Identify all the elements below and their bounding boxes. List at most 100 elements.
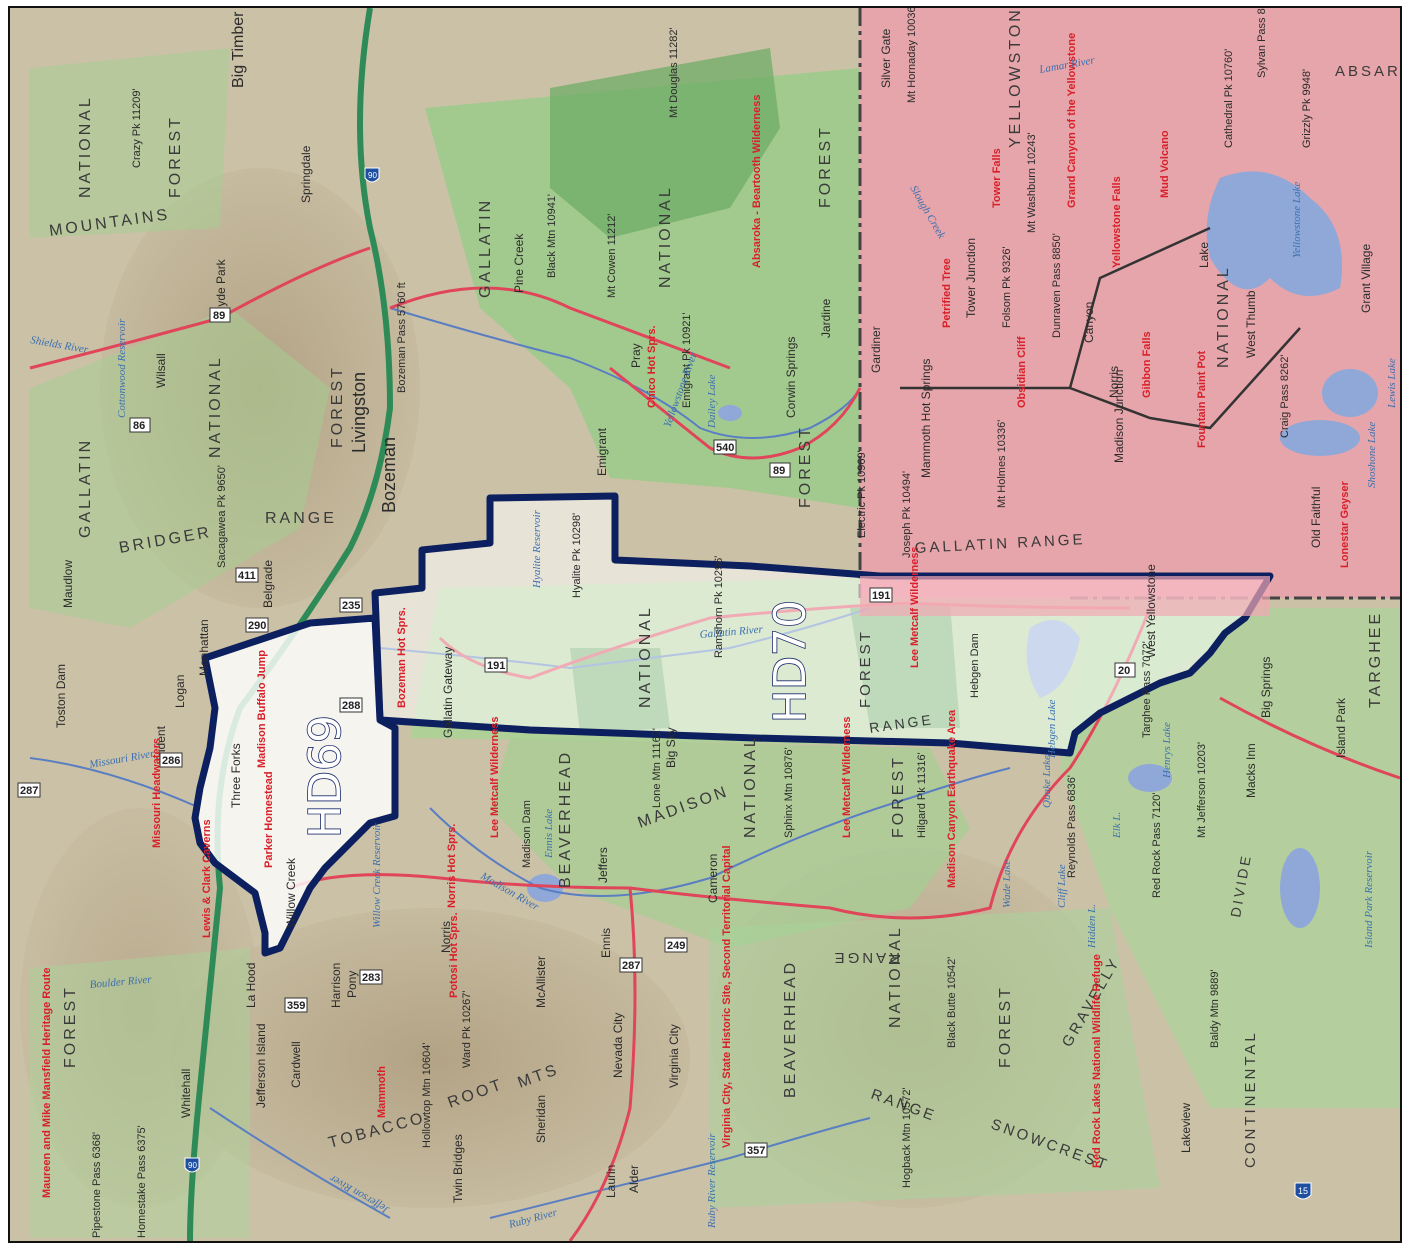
town-willow-creek: Willow Creek [284,857,298,928]
svg-text:540: 540 [716,442,734,454]
forest-crazy-mtns [30,48,230,238]
feature-mt-holmes: Mt Holmes 10336' [996,420,1008,508]
feature-lee-metcalf-east: Lee Metcalf Wilderness [909,546,921,668]
svg-text:15: 15 [1298,1186,1308,1196]
label-national-hd70: NATIONAL [637,605,654,708]
town-canyon: Canyon [1082,302,1096,343]
label-forest-absaroka: FOREST [817,125,834,208]
town-belgrade: Belgrade [261,560,275,608]
feature-cottonwood-reservoir: Cottonwood Reservoir [116,318,128,418]
town-harrison: Harrison [329,963,343,1008]
shield-86: 86 [129,417,151,433]
feature-emigrant-pk: Emigrant Pk 10921' [681,312,693,408]
label-gallatin-west: GALLATIN [77,438,94,538]
feature-yellowstone-lake: Yellowstone Lake [1291,182,1303,258]
district-hd70-outline[interactable] [371,492,1274,757]
town-jardine: Jardine [819,298,833,338]
label-national-crazy: NATIONAL [77,95,94,198]
feature-cathedral-pk: Cathedral Pk 10760' [1223,49,1235,148]
svg-text:86: 86 [133,420,145,432]
town-west-thumb: West Thumb [1244,290,1258,358]
town-cardwell: Cardwell [289,1041,303,1088]
label-beaverhead-south: BEAVERHEAD [782,960,799,1098]
feature-lee-metcalf-west: Lee Metcalf Wilderness [489,716,501,838]
map-frame: MOUNTAINS GALLATIN NATIONAL FOREST BRIDG… [8,6,1402,1243]
shield-89-north: 89 [209,307,231,323]
label-beaverhead-north: BEAVERHEAD [557,750,574,888]
town-logan: Logan [173,675,187,708]
feature-baldy-mtn: Baldy Mtn 9889' [1209,969,1221,1048]
shield-290: 290 [245,617,269,633]
feature-island-park-reservoir: Island Park Reservoir [1363,850,1375,949]
shield-249: 249 [664,937,688,953]
feature-gibbon-falls: Gibbon Falls [1141,331,1153,398]
district-hd69-label: HD69 [300,715,351,838]
town-sheridan: Sheridan [534,1095,548,1143]
town-pine-creek: Pine Creek [512,233,526,293]
svg-text:235: 235 [342,600,360,612]
town-jeffers: Jeffers [596,847,610,883]
feature-mt-jefferson: Mt Jefferson 10203' [1196,742,1208,838]
yellowstone-lake [1206,171,1342,296]
label-forest-deerlodge: FOREST [62,985,79,1068]
town-laurin: Laurin [604,1165,618,1198]
town-mcallister: McAllister [534,956,548,1008]
town-norris: Norris [439,921,453,953]
town-silver-gate: Silver Gate [879,28,893,88]
feature-henrys-lake: Henrys Lake [1161,722,1173,779]
forest-absaroka [425,68,860,508]
label-national-bridger: NATIONAL [207,355,224,458]
feature-potosi-hot-springs: Potosi Hot Sprs. [448,912,460,998]
ruby-river [489,1117,871,1219]
svg-text:90: 90 [188,1161,197,1170]
label-range-gravelly: RANGE [832,949,900,966]
route-shields: 90 90 287 191 191 89 89 86 288 235 411 2… [17,167,1312,1200]
town-whitehall: Whitehall [179,1069,193,1118]
feature-grand-canyon: Grand Canyon of the Yellowstone [1066,33,1078,208]
svg-text:411: 411 [238,570,256,582]
henrys-lake [1128,764,1172,792]
feature-mt-douglas: Mt Douglas 11282' [668,27,680,118]
feature-mud-volcano: Mud Volcano [1159,130,1171,198]
park-road-north [900,226,1211,390]
feature-dunraven-pass: Dunraven Pass 8850' [1051,233,1063,338]
label-targhee: TARGHEE [1367,611,1384,708]
feature-sylvan-pass: Sylvan Pass 8541' [1256,8,1268,78]
feature-hyalite-pk: Hyalite Pk 10298' [571,513,583,598]
feature-hyalite-reservoir: Hyalite Reservoir [531,509,543,589]
town-twin-bridges: Twin Bridges [451,1134,465,1203]
jefferson-river [209,1107,391,1219]
town-big-springs: Big Springs [1259,657,1273,718]
highway-east [389,286,731,370]
feature-sacagawea-pk: Sacagawea Pk 9650' [216,465,228,568]
feature-mt-hornaday: Mt Hornaday 10036' [906,8,918,103]
town-mammoth: Mammoth Hot Springs [919,359,933,478]
feature-bozeman-hot-springs: Bozeman Hot Sprs. [396,607,408,708]
town-gallatin-gateway: Gallatin Gateway [441,647,455,738]
town-clyde-park: Clyde Park [214,258,228,318]
feature-joseph-pk: Joseph Pk 10494' [901,471,913,558]
feature-hilgard-pk: Hilgard Pk 11316' [916,752,928,838]
label-forest-crazy: FOREST [167,115,184,198]
feature-hebgen-dam: Hebgen Dam [969,633,981,698]
town-labels: Livingston Bozeman Belgrade Manhattan Lo… [54,11,1373,1203]
feature-mt-washburn: Mt Washburn 10243' [1026,132,1038,233]
district-hd70-park-overlap [860,576,1270,616]
feature-yellowstone-falls: Yellowstone Falls [1111,176,1123,268]
feature-lewis-lake: Lewis Lake [1386,358,1398,409]
town-bozeman: Bozeman [379,437,399,513]
svg-text:290: 290 [248,620,266,632]
town-pony: Pony [345,971,359,998]
feature-targhee-pass: Targhee Pass 7072' [1141,641,1153,738]
svg-text:286: 286 [162,755,180,767]
feature-obsidian-cliff: Obsidian Cliff [1016,336,1028,408]
svg-text:90: 90 [368,171,377,180]
town-macks-inn: Macks Inn [1244,743,1258,798]
town-livingston: Livingston [349,372,369,453]
shield-i90-south: 90 [184,1157,200,1173]
svg-text:89: 89 [773,465,785,477]
feature-willow-creek-reservoir: Willow Creek Reservoir [371,823,383,928]
svg-text:191: 191 [487,660,505,672]
town-maudlow: Maudlow [61,560,75,608]
town-lake: Lake [1197,242,1211,268]
